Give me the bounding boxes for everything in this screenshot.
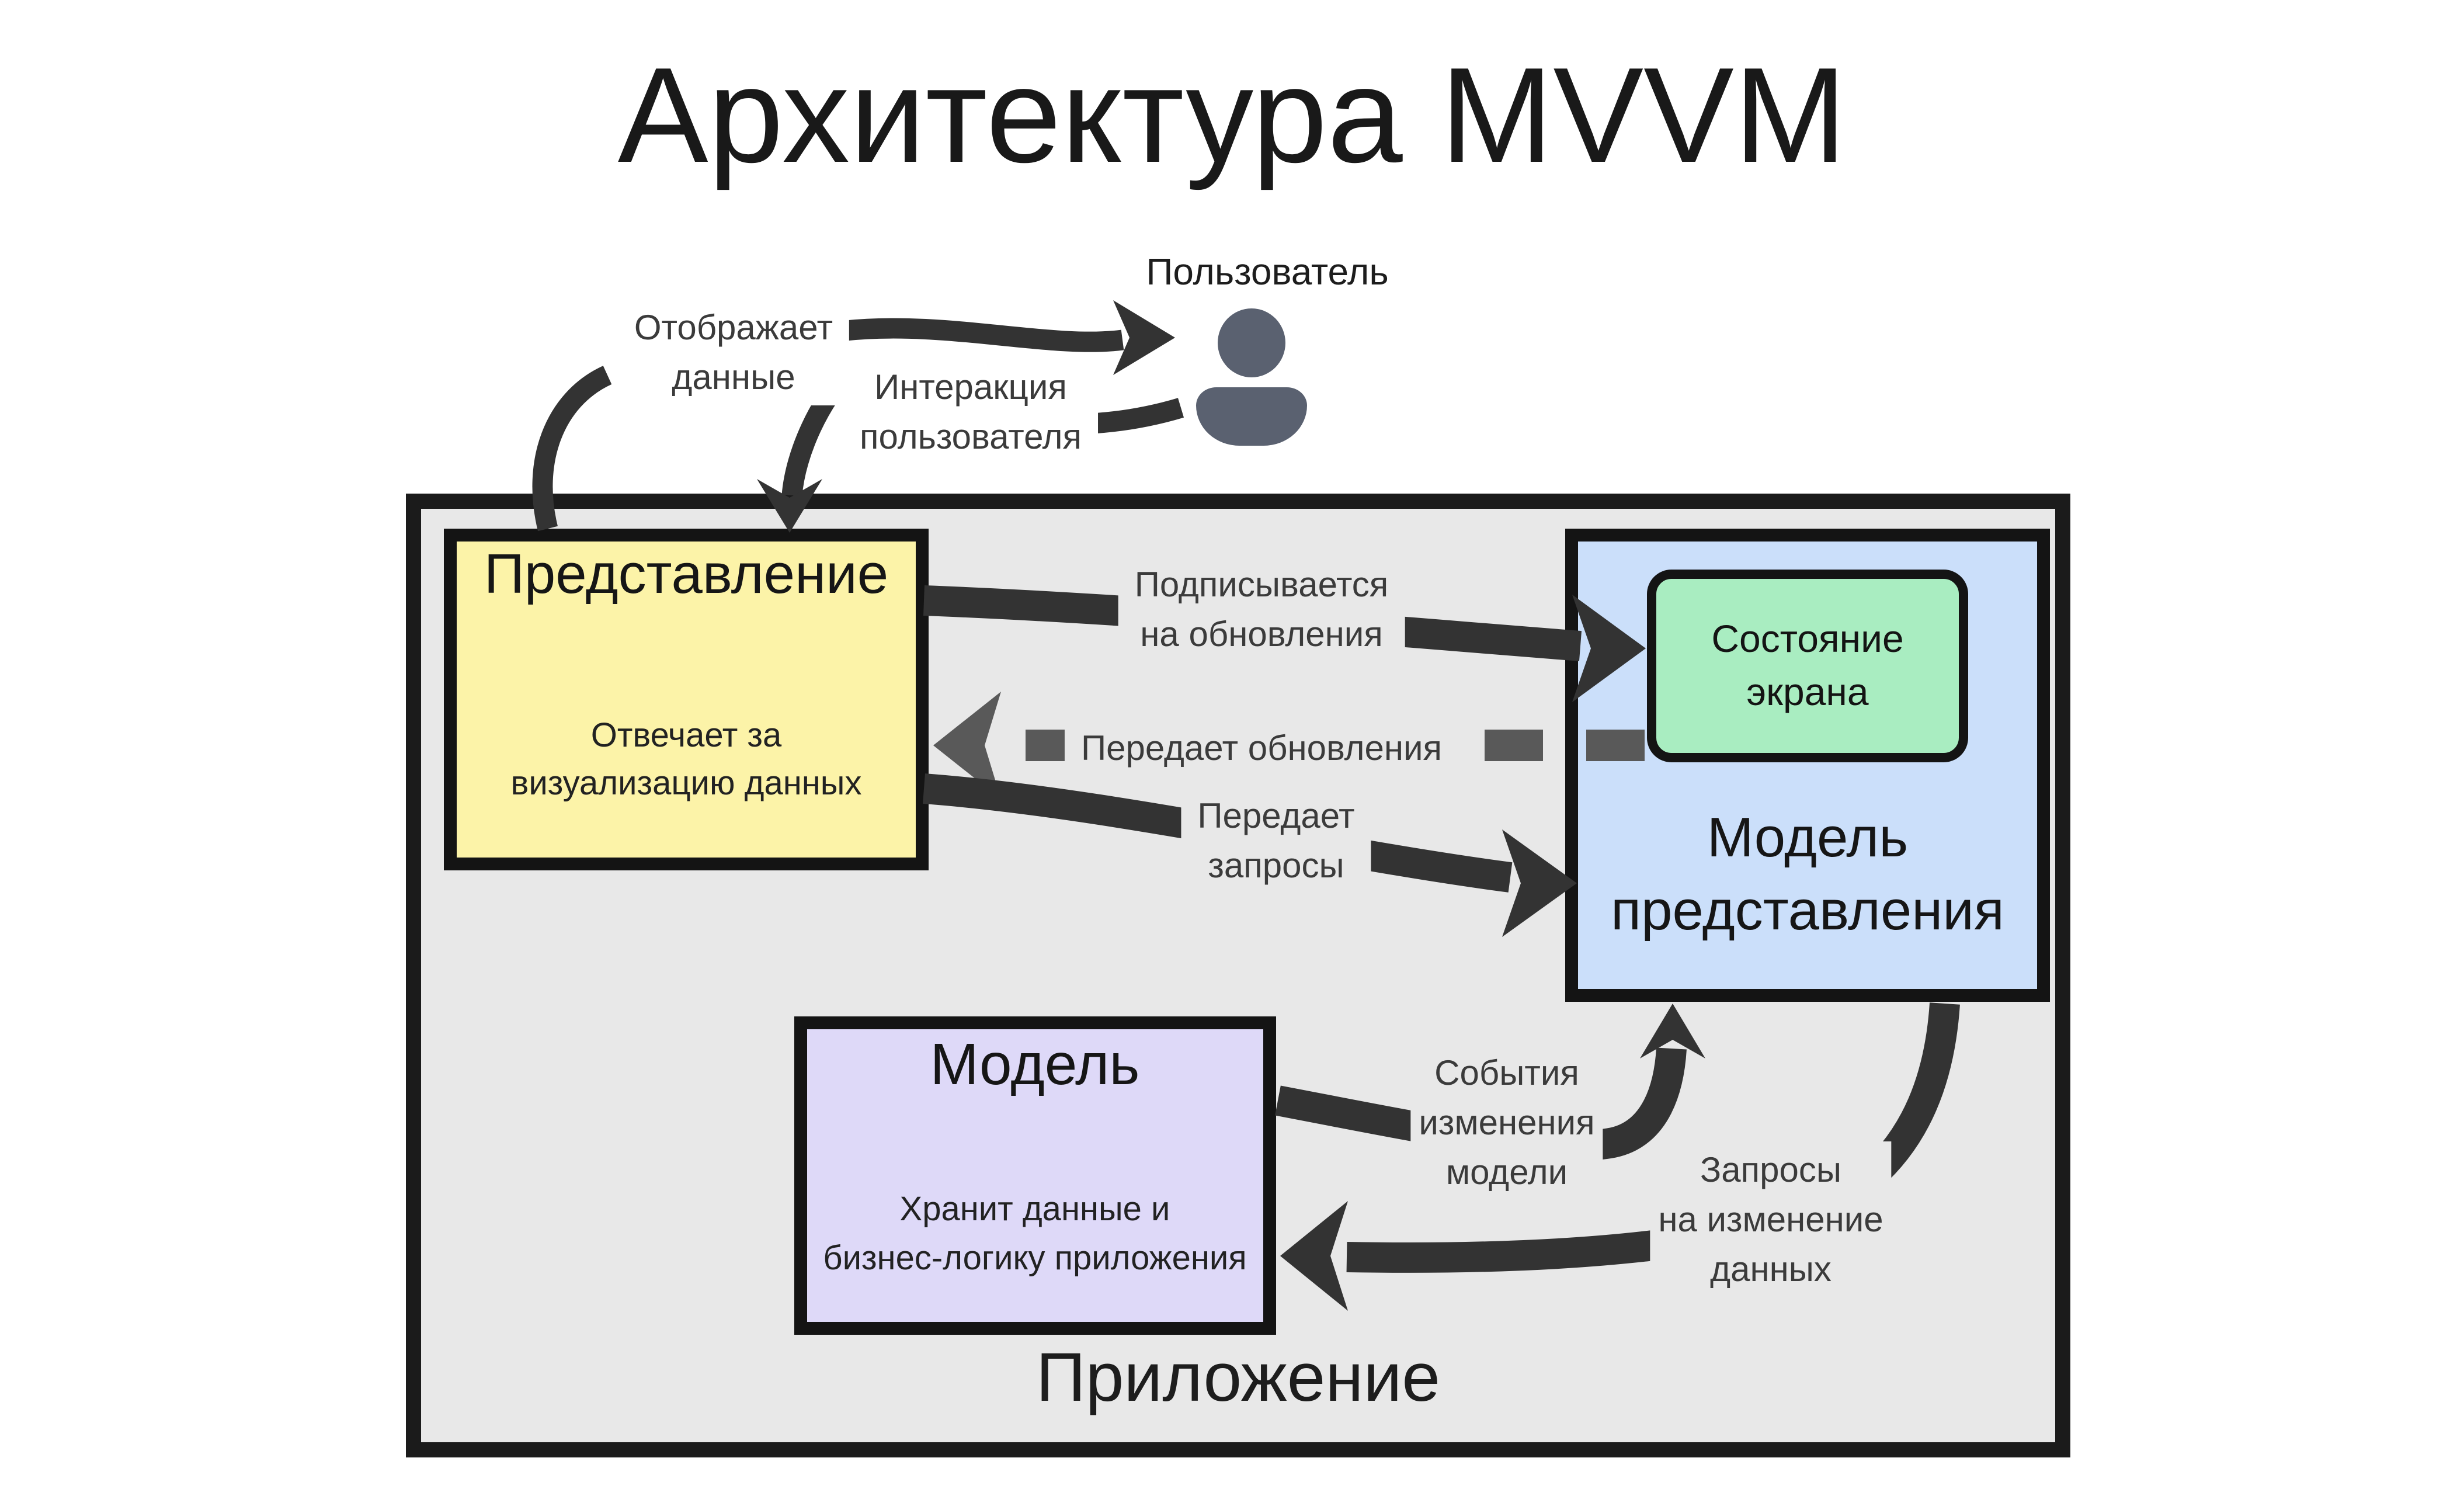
view-subtitle: Отвечает за визуализацию данных <box>510 716 862 803</box>
screen-state-box <box>1647 570 1968 762</box>
label-model-change-events: События изменения модели <box>1410 1044 1603 1201</box>
person-icon-body <box>1196 387 1307 446</box>
label-passes-requests: Передает запросы <box>1181 787 1371 894</box>
viewmodel-title: Модель представления <box>1611 806 2004 942</box>
model-subtitle: Хранит данные и бизнес-логику приложения <box>823 1190 1247 1278</box>
label-subscribes-to-updates: Подписывается на обновления <box>1118 556 1405 663</box>
label-data-change-requests: Запросы на изменение данных <box>1650 1141 1892 1298</box>
screen-state-label: Состояние экрана <box>1711 617 1904 714</box>
diagram-title: Архитектура MVVM <box>617 40 1847 191</box>
label-passes-updates: Передает обновления <box>1064 720 1459 777</box>
view-title: Представление <box>484 543 889 605</box>
arrow-displays-data <box>844 300 1175 375</box>
label-user-interaction: Интеракция пользователя <box>843 359 1098 466</box>
model-title: Модель <box>930 1032 1140 1097</box>
arrow-displays-data-curve <box>532 366 612 532</box>
view-box <box>444 529 929 870</box>
application-label: Приложение <box>1035 1339 1441 1416</box>
label-displays-data: Отображает данные <box>617 299 850 406</box>
model-box <box>794 1016 1276 1335</box>
user-label: Пользователь <box>1146 251 1389 293</box>
person-icon <box>1218 308 1285 377</box>
